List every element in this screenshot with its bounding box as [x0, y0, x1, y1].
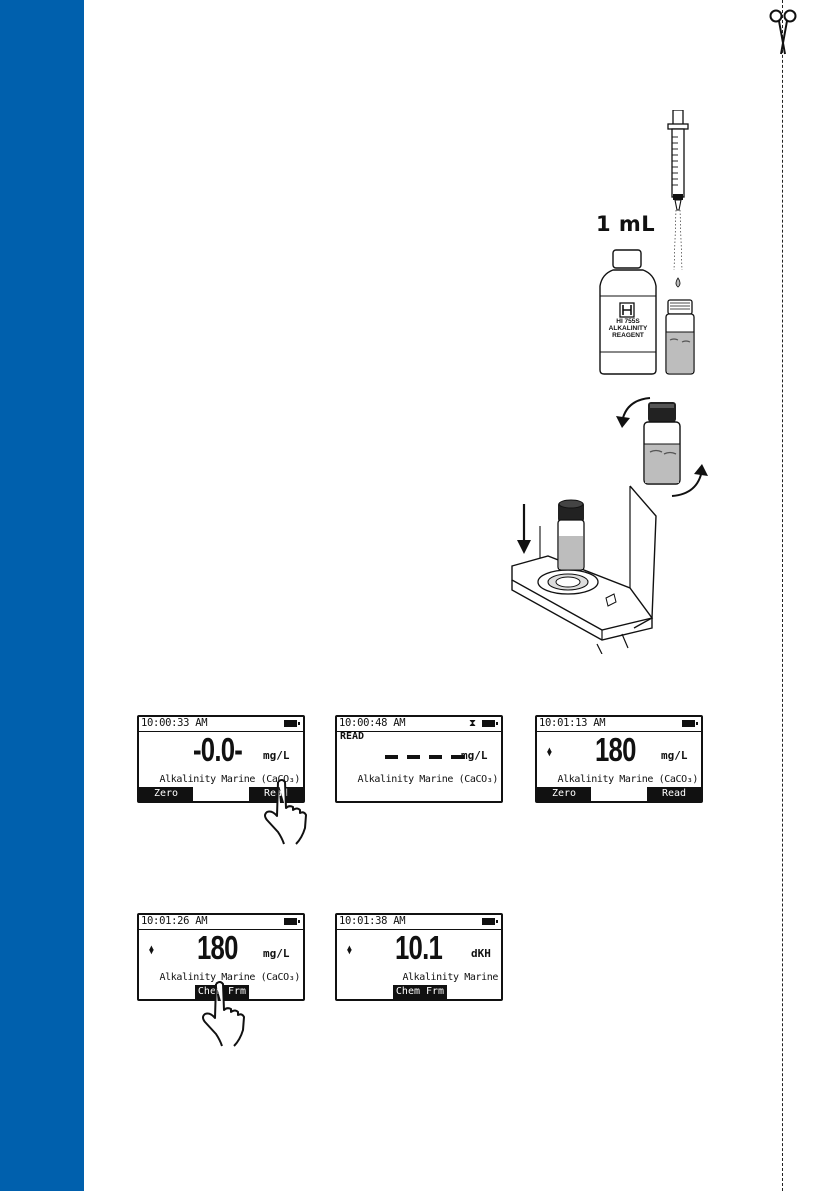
reading-value: 180 [595, 731, 636, 768]
reading-unit: mg/L [263, 947, 290, 960]
read-softkey[interactable]: Read [249, 787, 303, 801]
reading-unit: mg/L [263, 749, 290, 762]
bottle-label: HI 755S ALKALINITY REAGENT [608, 318, 648, 339]
clock-time: 10:00:48 AM [339, 717, 406, 729]
zero-softkey[interactable]: Zero [139, 787, 193, 801]
clock-time: 10:01:38 AM [339, 915, 406, 927]
reading-unit: dKH [471, 947, 491, 960]
up-down-arrows-icon: ▲▼ [347, 943, 352, 956]
status-bar: 10:01:13 AM [537, 717, 701, 732]
dash [451, 755, 464, 759]
status-bar: 10:00:33 AM [139, 717, 303, 732]
dash [385, 755, 398, 759]
battery-icon [482, 720, 498, 727]
zero-softkey[interactable]: Zero [537, 787, 591, 801]
dash [429, 755, 442, 759]
up-down-arrows-icon: ▲▼ [149, 943, 154, 956]
battery-icon [284, 918, 300, 925]
blue-side-bar [0, 0, 84, 1191]
pointing-hand-icon [264, 779, 307, 845]
reagent-bottle [599, 249, 657, 375]
dash [407, 755, 420, 759]
clock-time: 10:00:33 AM [141, 717, 208, 729]
battery-icon [682, 720, 698, 727]
clock-time: 10:01:13 AM [539, 717, 606, 729]
reading-value: 180 [197, 929, 238, 966]
status-bar: 10:01:38 AM [337, 915, 501, 930]
reading-value: 10.1 [395, 929, 443, 966]
meter-screen-dkh: 10:01:38 AM ▲▼ 10.1 dKH Alkalinity Marin… [335, 913, 503, 1001]
sample-vial [665, 299, 695, 375]
hourglass-icon: ⧗ [468, 718, 476, 729]
clock-time: 10:01:26 AM [141, 915, 208, 927]
reading-value: -0.0- [193, 731, 243, 768]
parameter-name: Alkalinity Marine (CaCO₃) [357, 774, 498, 785]
cut-line [782, 0, 783, 1191]
reading-unit: mg/L [661, 749, 688, 762]
scissors-icon [769, 9, 797, 55]
read-softkey[interactable]: Read [647, 787, 701, 801]
reading-unit: mg/L [461, 749, 488, 762]
read-status: READ [340, 731, 365, 742]
status-bar: 10:00:48 AM ⧗ [337, 717, 501, 732]
battery-icon [284, 720, 300, 727]
status-bar: 10:01:26 AM [139, 915, 303, 930]
up-down-arrows-icon: ▲▼ [547, 745, 552, 758]
syringe-illustration [667, 110, 689, 288]
volume-label: 1 mL [596, 212, 656, 236]
meter-screen-reading: 10:00:48 AM ⧗ READ mg/L Alkalinity Marin… [335, 715, 503, 803]
mixing-vial-illustration [616, 397, 708, 497]
parameter-name: Alkalinity Marine (CaCO₃) [557, 774, 698, 785]
chem-form-softkey[interactable]: Chem Frm [393, 985, 447, 999]
reading-dashes [385, 747, 465, 763]
parameter-name: Alkalinity Marine (CaCO₃) [159, 972, 300, 983]
meter-illustration [511, 485, 657, 654]
pointing-hand-icon [202, 981, 245, 1047]
parameter-name: Alkalinity Marine (CaCO₃) [159, 774, 300, 785]
battery-icon [482, 918, 498, 925]
meter-screen-result: 10:01:13 AM ▲▼ 180 mg/L Alkalinity Marin… [535, 715, 703, 803]
parameter-name: Alkalinity Marine [402, 972, 498, 983]
